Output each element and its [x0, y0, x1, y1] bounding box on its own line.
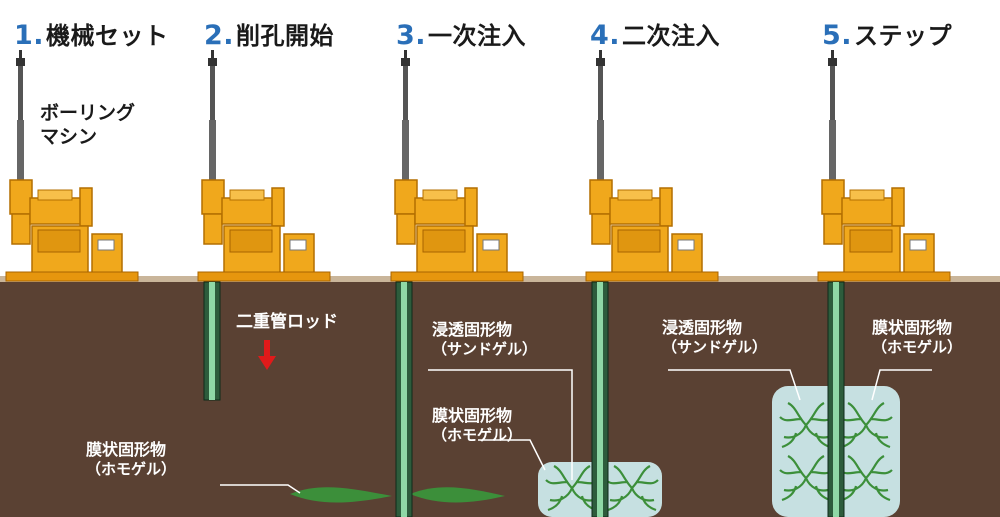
step-2-label: 削孔開始 [236, 22, 335, 50]
membrane-sub: （ホモゲル） [872, 338, 963, 356]
step-3-number: 3. [396, 20, 427, 51]
membrane-solid-3 [290, 487, 505, 503]
penetration-sub: （サンドゲル） [662, 338, 768, 356]
step-2-title: 2.削孔開始 [204, 16, 334, 51]
penetration-title: 浸透固形物 [432, 320, 513, 339]
membrane-title: 膜状固形物 [872, 318, 953, 337]
step-1-title: 1.機械セット [14, 16, 169, 51]
step-3-label: 一次注入 [428, 22, 527, 50]
step-3-title: 3.一次注入 [396, 16, 526, 51]
boring-machine-label-line1: ボーリング [40, 102, 136, 124]
membrane-sub: （ホモゲル） [432, 426, 523, 444]
boring-machine-5 [817, 49, 951, 282]
membrane-label-step5: 膜状固形物 （ホモゲル） [872, 318, 962, 357]
membrane-title: 膜状固形物 [432, 406, 513, 425]
boring-machine-2 [197, 49, 331, 282]
penetration-sub: （サンドゲル） [432, 340, 538, 358]
double-pipe-rod-3 [395, 281, 413, 517]
double-pipe-rod-label: 二重管ロッド [236, 312, 338, 332]
membrane-sub: （ホモゲル） [86, 460, 177, 478]
leader-lines [220, 369, 932, 494]
double-pipe-rod-4 [591, 281, 609, 517]
boring-machine-label: ボーリング マシン [40, 102, 135, 150]
membrane-label-step3: 膜状固形物 （ホモゲル） [86, 440, 176, 479]
boring-machine-1 [5, 49, 139, 282]
penetration-title: 浸透固形物 [662, 318, 743, 337]
step-4-number: 4. [590, 20, 621, 51]
step-4-title: 4.二次注入 [590, 16, 720, 51]
boring-machine-3 [390, 49, 524, 282]
step-5-number: 5. [822, 20, 853, 51]
penetration-label-step5: 浸透固形物 （サンドゲル） [662, 318, 767, 357]
step-1-label: 機械セット [46, 22, 169, 50]
step-1-number: 1. [14, 20, 45, 51]
penetration-label-step3: 浸透固形物 （サンドゲル） [432, 320, 537, 359]
down-arrow-icon [258, 340, 276, 370]
double-pipe-rod-5 [827, 281, 845, 517]
step-2-number: 2. [204, 20, 235, 51]
membrane-label-step4: 膜状固形物 （ホモゲル） [432, 406, 522, 445]
step-5-label: ステップ [854, 22, 953, 50]
boring-machine-label-line2: マシン [40, 125, 98, 148]
double-pipe-rod-2 [203, 281, 221, 401]
membrane-title: 膜状固形物 [86, 440, 167, 459]
step-4-label: 二次注入 [622, 22, 721, 50]
step-5-title: 5.ステップ [822, 16, 952, 51]
boring-machine-4 [585, 49, 719, 282]
